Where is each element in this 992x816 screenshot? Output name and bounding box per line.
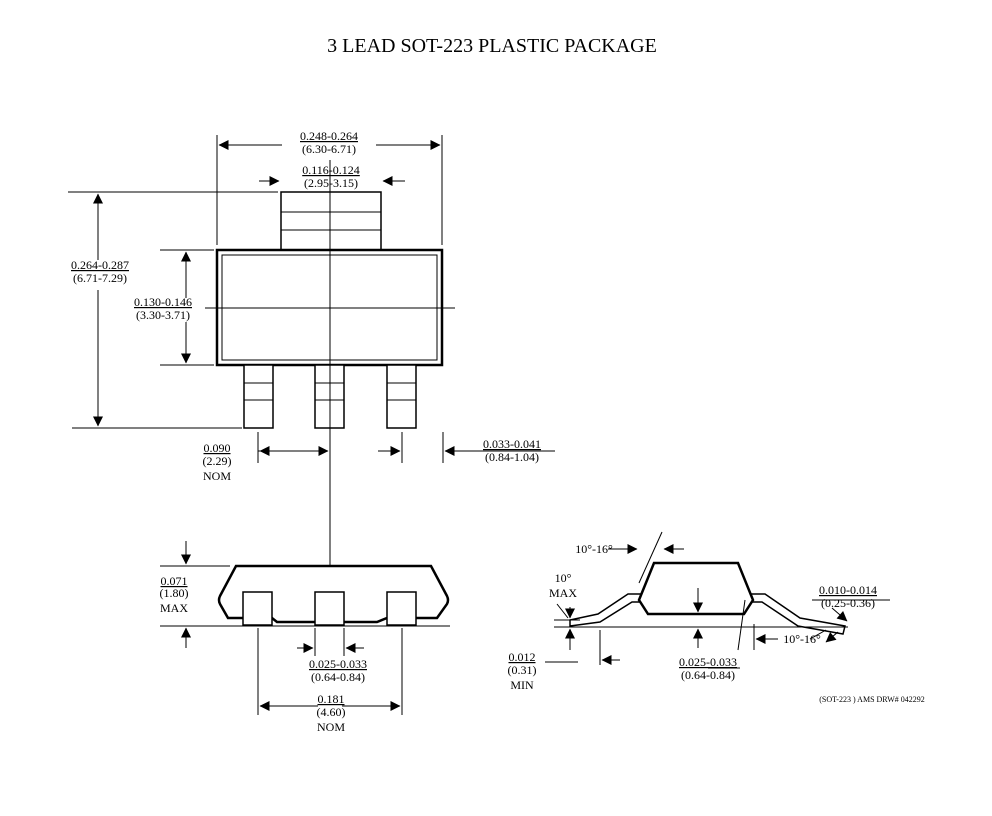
lead-thickness-inch: 0.010-0.014 xyxy=(819,583,877,597)
standoff-inch: 0.012 xyxy=(509,650,536,664)
front-view: 0.071 (1.80) MAX 0.025-0.033 (0.64-0.84)… xyxy=(160,541,450,734)
standoff-mm: (0.31) xyxy=(508,663,537,677)
overall-width-mm: (6.30-6.71) xyxy=(302,142,356,156)
lead-pitch-mm: (2.29) xyxy=(203,454,232,468)
lead-width-mm: (0.84-1.04) xyxy=(485,450,539,464)
lead-foot-inch: 0.025-0.033 xyxy=(309,657,367,671)
mold-angle-label: 10°-16° xyxy=(575,542,613,556)
drawing-title: 3 LEAD SOT-223 PLASTIC PACKAGE xyxy=(327,35,657,57)
side-gull-lead-left xyxy=(569,593,646,627)
tab xyxy=(280,191,382,251)
lead-span-inch: 0.181 xyxy=(318,692,345,706)
lead-angle-label: 10°-16° xyxy=(783,632,821,646)
lead-pitch-inch: 0.090 xyxy=(204,441,231,455)
overall-height-mm: (6.71-7.29) xyxy=(73,271,127,285)
body-height-inch: 0.130-0.146 xyxy=(134,295,192,309)
lead-pitch-note: NOM xyxy=(203,469,231,483)
pkg-height-inch: 0.071 xyxy=(161,574,188,588)
side-package-body xyxy=(637,561,755,616)
lead-foot-mm: (0.64-0.84) xyxy=(311,670,365,684)
side-lead-right xyxy=(386,591,417,626)
lead-span-note: NOM xyxy=(317,720,345,734)
lead-width-inch: 0.033-0.041 xyxy=(483,437,541,451)
drawing-reference: (SOT-223 ) AMS DRW# 042292 xyxy=(819,695,925,704)
tab-width-inch: 0.116-0.124 xyxy=(302,163,360,177)
side-lead-center xyxy=(314,591,345,626)
lead-thickness-mm: (0.25-0.36) xyxy=(821,596,875,610)
body-height-mm: (3.30-3.71) xyxy=(136,308,190,322)
lead-left xyxy=(243,364,274,429)
top-view: 0.248-0.264 (6.30-6.71) 0.116-0.124 (2.9… xyxy=(68,129,555,625)
side-lead-left xyxy=(242,591,273,626)
pkg-height-note: MAX xyxy=(160,601,188,615)
lead-right xyxy=(386,364,417,429)
standoff-note: MIN xyxy=(510,678,534,692)
foot-length-inch: 0.025-0.033 xyxy=(679,655,737,669)
lead-span-mm: (4.60) xyxy=(317,705,346,719)
side-view: 10°-16° 10° MAX 0.010-0.014 (0.25-0.36) … xyxy=(508,531,925,704)
standoff-angle-line1: 10° xyxy=(555,571,572,585)
overall-width-inch: 0.248-0.264 xyxy=(300,129,358,143)
overall-height-inch: 0.264-0.287 xyxy=(71,258,129,272)
pkg-height-mm: (1.80) xyxy=(160,586,189,600)
foot-length-mm: (0.64-0.84) xyxy=(681,668,735,682)
tab-width-mm: (2.95-3.15) xyxy=(304,176,358,190)
standoff-angle-line2: MAX xyxy=(549,586,577,600)
